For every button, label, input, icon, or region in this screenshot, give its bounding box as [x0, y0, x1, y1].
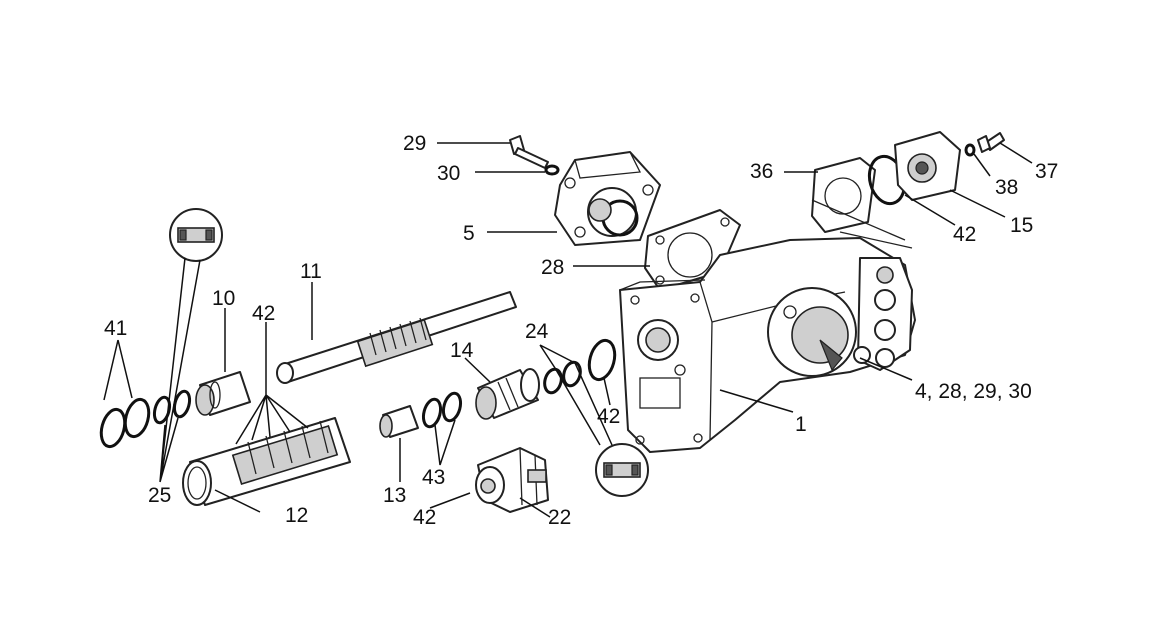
label-11: 11 [300, 260, 322, 283]
cover-plate-5 [554, 151, 661, 246]
leader-lines [103, 142, 1033, 518]
label-10: 10 [212, 287, 235, 310]
shaft-11 [276, 291, 517, 384]
callout-labels: 29 30 5 28 36 42 15 38 37 11 10 42 41 25… [104, 132, 1058, 529]
orings-41 [99, 397, 151, 449]
label-38: 38 [995, 176, 1018, 199]
sleeve-10 [195, 371, 251, 416]
bushing-13 [379, 405, 419, 438]
washer-38 [964, 143, 976, 157]
piston-14 [475, 368, 540, 420]
motor-22 [475, 447, 549, 513]
washer-30 [544, 164, 560, 176]
label-41: 41 [104, 317, 127, 340]
bolt-29 [509, 135, 549, 169]
label-4-28-29-30: 4, 28, 29, 30 [915, 380, 1032, 403]
orings-43 [421, 391, 463, 429]
detail-magnifier-left [169, 208, 223, 262]
label-43: 43 [422, 466, 445, 489]
label-1: 1 [795, 413, 807, 436]
label-37: 37 [1035, 160, 1058, 183]
label-25: 25 [148, 484, 171, 507]
label-5: 5 [463, 222, 475, 245]
bolt-37 [977, 132, 1005, 153]
label-14: 14 [450, 339, 474, 362]
label-42-cap: 42 [953, 223, 976, 246]
label-42-mid: 42 [252, 302, 275, 325]
gasket-36-edge [811, 199, 913, 249]
label-15: 15 [1010, 214, 1033, 237]
label-28: 28 [541, 256, 564, 279]
detail-magnifier-right [595, 443, 649, 497]
main-housing-1 [619, 237, 916, 453]
label-42-motor: 42 [413, 506, 436, 529]
label-36: 36 [750, 160, 773, 183]
label-12: 12 [285, 504, 308, 527]
label-29: 29 [403, 132, 426, 155]
oring-42-housing [587, 338, 617, 382]
label-22: 22 [548, 506, 571, 529]
rotor-assembly-12 [182, 417, 351, 506]
label-42-housing: 42 [597, 405, 620, 428]
gasket-36 [811, 157, 876, 233]
end-cap-15 [894, 131, 961, 201]
label-24: 24 [525, 320, 549, 343]
orings-25 [152, 389, 192, 425]
label-13: 13 [383, 484, 406, 507]
label-30: 30 [437, 162, 460, 185]
